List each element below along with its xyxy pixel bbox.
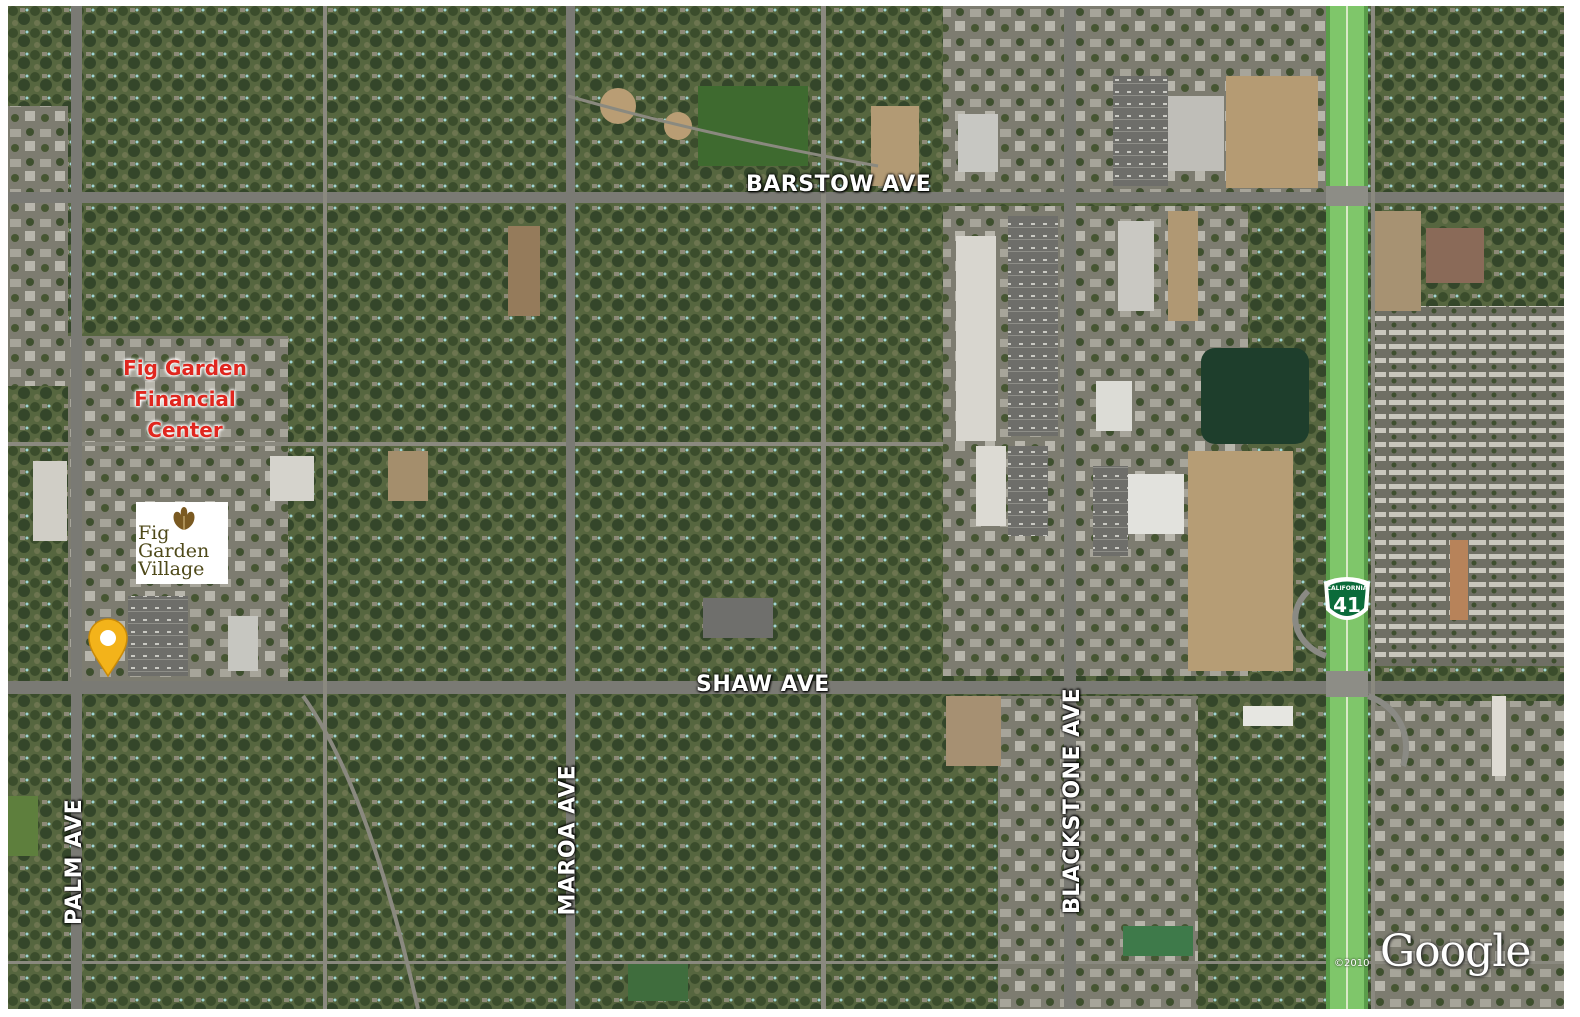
landmark-label-fig-garden-financial-center: Fig Garden Financial Center: [120, 353, 250, 446]
map-view[interactable]: BARSTOW AVE SHAW AVE PALM AVE MAROA AVE …: [8, 6, 1564, 1009]
landmark-line-1: Fig Garden: [123, 356, 247, 380]
location-pin-icon[interactable]: [86, 618, 130, 678]
landmark-line-2: Financial: [134, 387, 236, 411]
fig-leaf-icon: [170, 506, 198, 532]
village-logo-line-3: Village: [138, 558, 205, 580]
highway-state-label: CALIFORNIA: [1327, 585, 1368, 592]
street-label-maroa: MAROA AVE: [555, 764, 581, 916]
landmark-line-3: Center: [147, 418, 223, 442]
highway-41-shield-icon: CALIFORNIA 41: [1324, 577, 1370, 620]
street-label-shaw: SHAW AVE: [696, 672, 830, 697]
village-logo-line-1: Fig: [138, 522, 170, 544]
highway-number-label: 41: [1333, 593, 1361, 617]
village-logo-line-2: Garden: [138, 540, 210, 562]
street-label-palm: PALM AVE: [62, 798, 87, 925]
street-label-barstow: BARSTOW AVE: [746, 172, 932, 197]
aerial-imagery: [8, 6, 1564, 1009]
copyright-text: ©2010: [1334, 958, 1370, 969]
fig-garden-village-logo: Fig Garden Village: [136, 502, 228, 584]
street-label-blackstone: BLACKSTONE AVE: [1060, 687, 1085, 914]
google-logo: Google: [1380, 926, 1531, 977]
